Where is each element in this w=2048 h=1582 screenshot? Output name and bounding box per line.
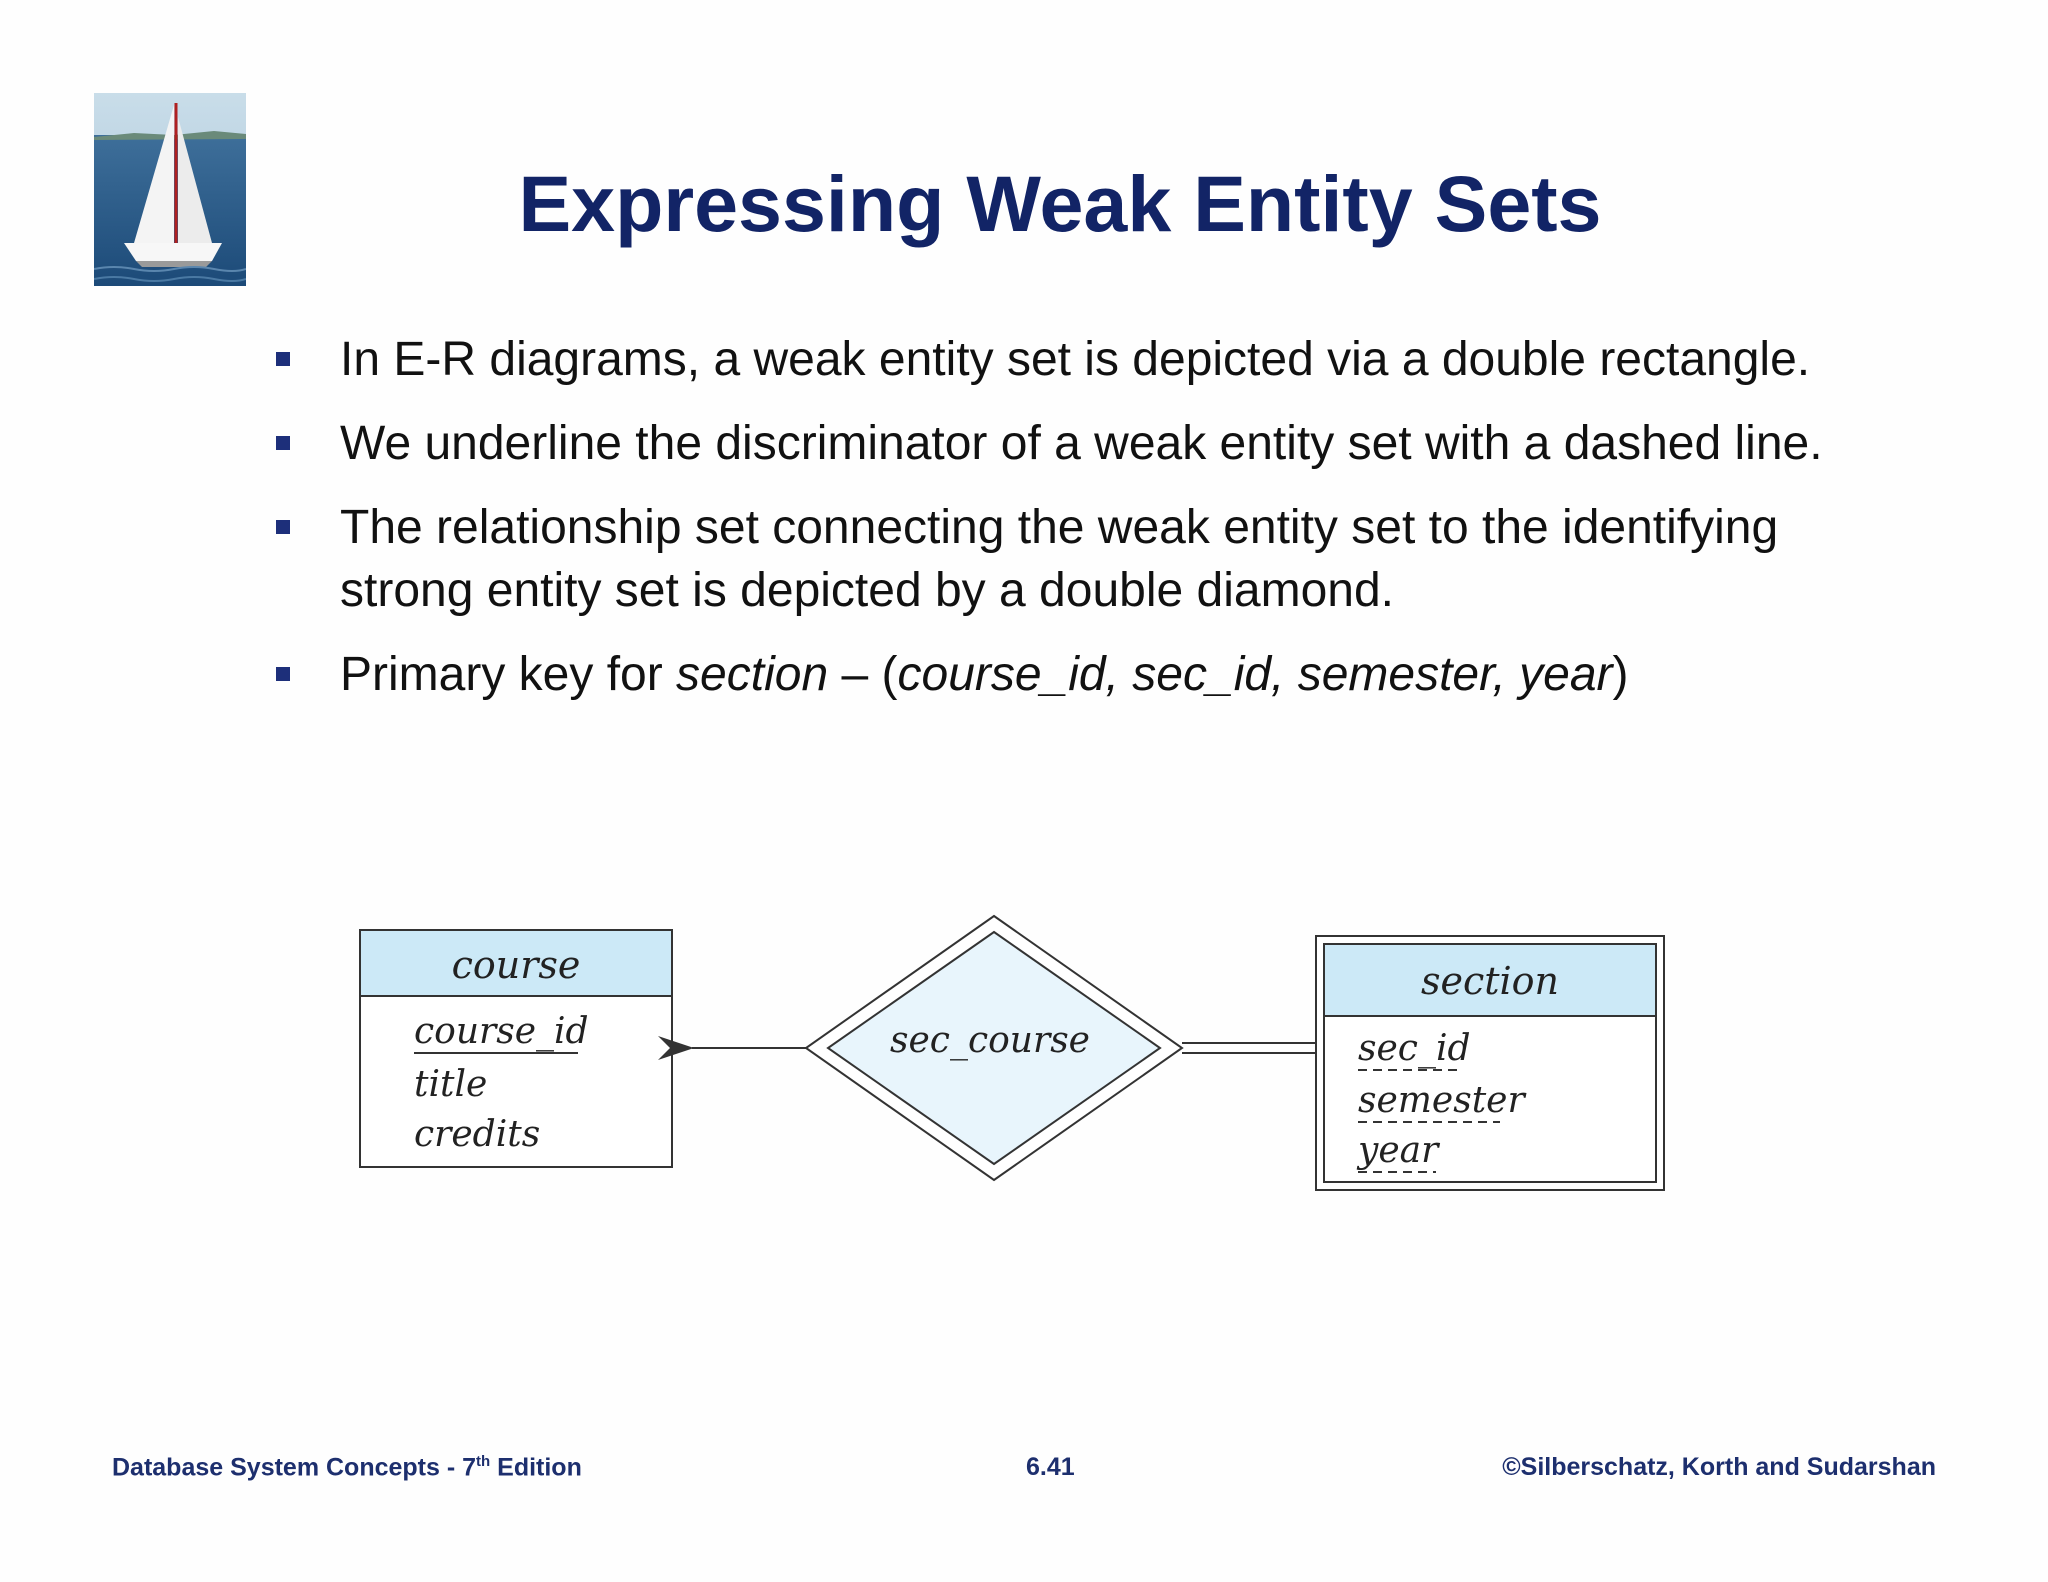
slide-title: Expressing Weak Entity Sets [518, 159, 1602, 248]
primary-key-suffix: ) [1612, 648, 1629, 701]
section-attr-semester: semester [1358, 1080, 1526, 1121]
course-name: course [452, 943, 581, 987]
sec-course-relationship: sec_course [804, 914, 1184, 1182]
square-bullet-icon [276, 352, 290, 366]
primary-key-entity: section [676, 648, 829, 701]
bullet-text: We underline the discriminator of a weak… [340, 417, 1823, 470]
course-attr-credits: credits [414, 1114, 540, 1155]
bullet-list: In E-R diagrams, a weak entity set is de… [270, 328, 1830, 727]
section-name: section [1421, 959, 1559, 1003]
footer-page-number: 6.41 [1026, 1453, 1075, 1481]
square-bullet-icon [276, 436, 290, 450]
bullet-item: The relationship set connecting the weak… [270, 496, 1830, 622]
sailboat-logo [94, 93, 246, 286]
bullet-item: In E-R diagrams, a weak entity set is de… [270, 328, 1830, 391]
footer-copyright: ©Silberschatz, Korth and Sudarshan [1502, 1453, 1936, 1481]
relationship-name: sec_course [890, 1020, 1090, 1061]
footer-book-title: Database System Concepts - 7th Edition [112, 1453, 582, 1482]
square-bullet-icon [276, 667, 290, 681]
footer-book-title-sup: th [476, 1453, 491, 1470]
course-header [359, 929, 673, 997]
primary-key-attributes: course_id, sec_id, semester, year [897, 648, 1613, 701]
bullet-text: The relationship set connecting the weak… [340, 501, 1779, 617]
section-attr-sec-id: sec_id [1358, 1028, 1471, 1069]
footer-book-title-end: Edition [490, 1453, 582, 1482]
bullet-item: Primary key for section – (course_id, se… [270, 643, 1830, 706]
er-diagram: course course_id title credits sec_cours… [359, 914, 1665, 1191]
bullet-item: We underline the discriminator of a weak… [270, 412, 1830, 475]
section-attr-year: year [1356, 1130, 1440, 1171]
footer-book-title-main: Database System Concepts - 7 [112, 1453, 477, 1482]
course-body [359, 995, 673, 1168]
primary-key-dash: – ( [828, 648, 898, 701]
course-entity: course course_id title credits [359, 929, 673, 1168]
bullet-text: Primary key for section – (course_id, se… [340, 648, 1629, 701]
course-attr-course-id: course_id [414, 1011, 589, 1052]
primary-key-prefix: Primary key for [340, 648, 677, 701]
course-attr-title: title [414, 1064, 487, 1105]
section-body [1323, 1015, 1657, 1183]
bullet-text: In E-R diagrams, a weak entity set is de… [340, 333, 1811, 386]
section-weak-entity: section sec_id semester year [1315, 935, 1665, 1191]
square-bullet-icon [276, 520, 290, 534]
inner-diamond [826, 930, 1162, 1166]
